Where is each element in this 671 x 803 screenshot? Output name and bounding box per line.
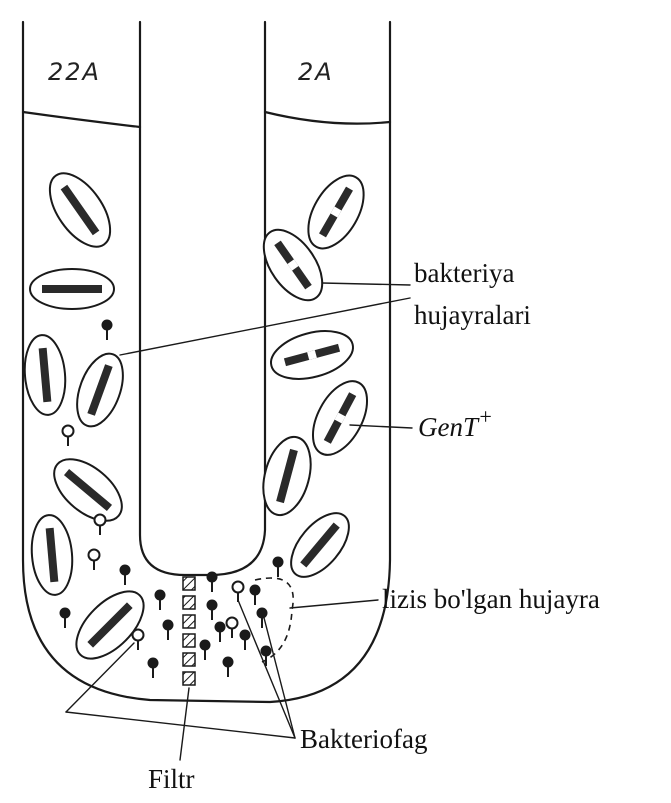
bacterium-cell — [302, 372, 378, 463]
bacterium-cell — [68, 347, 132, 432]
bacteriophage-leader-line-1 — [66, 712, 295, 738]
u-tube-inner-wall — [140, 22, 265, 575]
filter-leader-line — [180, 688, 189, 760]
bacterium-cell — [29, 513, 76, 596]
gene-label: GenT+ — [418, 404, 493, 442]
bacterium-cell — [38, 163, 122, 257]
right-arm-meniscus — [265, 112, 390, 124]
bacteria-label-line1: bakteriya — [414, 258, 514, 288]
bacterium-cell — [65, 580, 156, 671]
left-arm-meniscus — [23, 112, 140, 127]
bacteriophage-leader-line-4 — [262, 610, 295, 738]
bacteriophage-leader-line-3 — [238, 600, 295, 738]
gene-label-main: GenT — [418, 412, 480, 442]
gene-label-superscript: + — [478, 404, 493, 429]
right-bacteria-cells — [252, 166, 378, 587]
bacterium-cell — [30, 269, 114, 309]
bacteria-label-line2: hujayralari — [414, 300, 531, 330]
lysed-cell-leader-line — [290, 600, 378, 608]
bacterium-cell — [266, 323, 359, 387]
bacteria-leader-line-upper — [322, 283, 410, 285]
lysed-cell-outline — [255, 578, 293, 662]
right-tube-label: 2A — [298, 58, 334, 86]
filter — [183, 577, 195, 685]
bacterium-cell — [297, 166, 375, 257]
leader-lines — [66, 283, 412, 760]
filter-label: Filtr — [148, 764, 195, 794]
bacterium-cell — [280, 503, 359, 587]
bacteriophage-label: Bakteriofag — [300, 724, 427, 754]
bacterium-cell — [22, 333, 69, 416]
left-bacteria-cells — [22, 163, 156, 670]
left-tube-label: 22A — [48, 58, 101, 86]
lysed-cell-label: lizis bo'lgan hujayra — [382, 584, 600, 614]
